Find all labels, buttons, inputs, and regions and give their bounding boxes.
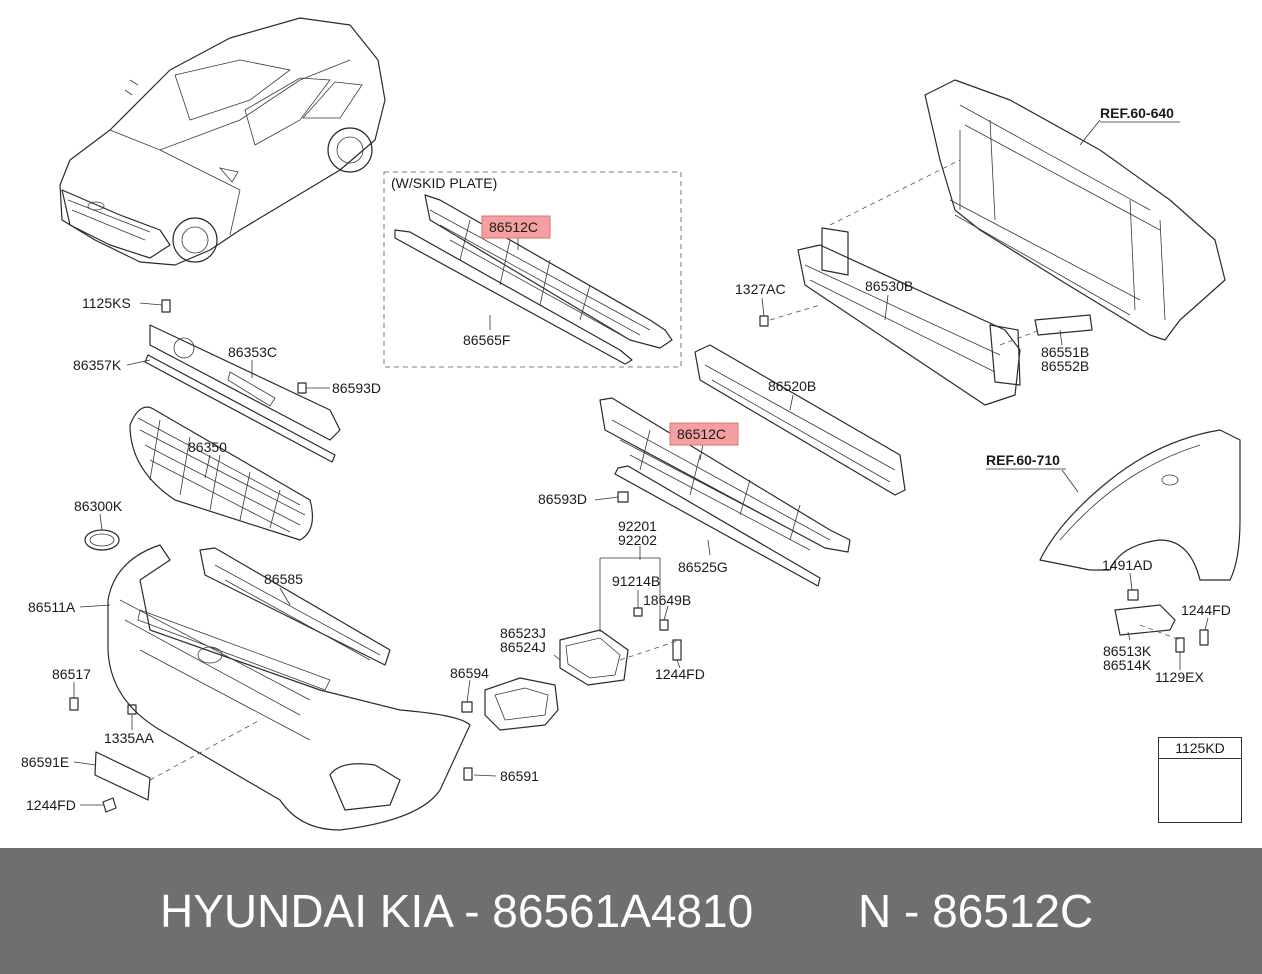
- part-label-86512C-upper: 86512C: [489, 219, 538, 235]
- part-label-1244FD: 1244FD: [26, 797, 76, 813]
- part-label-1244FD-center: 1244FD: [655, 666, 705, 682]
- bracket-86551B: [1034, 314, 1093, 336]
- dash-lines: [149, 159, 1181, 781]
- part-label-86552B: 86552B: [1041, 358, 1089, 374]
- part-label-86513K: 86513K: [1103, 643, 1152, 659]
- part-label-86520B: 86520B: [768, 378, 816, 394]
- skid-plate-box: [383, 171, 682, 368]
- energy-absorber-86520B: [694, 344, 906, 496]
- ref-60-640: REF.60-640: [1100, 105, 1174, 121]
- part-label-86593D-center: 86593D: [538, 491, 587, 507]
- highlight-86512C-lower: [669, 422, 739, 446]
- ref-60-710: REF.60-710: [986, 452, 1060, 468]
- part-label-86585: 86585: [264, 571, 303, 587]
- part-label-86593D: 86593D: [332, 380, 381, 396]
- part-label-86357K: 86357K: [73, 357, 122, 373]
- radiator-grille: [129, 406, 313, 541]
- skid-plate-caption: (W/SKID PLATE): [391, 175, 497, 191]
- parts-diagram: 1125KS 86357K 86353C 86593D 86350 86300K…: [21, 17, 1241, 831]
- license-bracket: [94, 751, 151, 801]
- front-fender: [1039, 429, 1241, 581]
- bracket-86513K: [1114, 604, 1176, 636]
- part-label-86525G: 86525G: [678, 559, 728, 575]
- front-bumper-cover: [107, 544, 471, 831]
- bumper-beam-86530B: [797, 227, 1021, 406]
- leader-lines: [73, 119, 1209, 806]
- part-label-1244FD-right: 1244FD: [1181, 602, 1231, 618]
- part-label-86517: 86517: [52, 666, 91, 682]
- inset-1125KD: 1125KD: [1158, 737, 1242, 823]
- part-label-86594: 86594: [450, 665, 489, 681]
- part-label-1129EX: 1129EX: [1155, 669, 1204, 685]
- fog-lamp-bracket: [559, 629, 629, 686]
- part-label-92202: 92202: [618, 532, 657, 548]
- part-label-86512C-lower: 86512C: [677, 426, 726, 442]
- upper-grille-cover: [149, 324, 341, 441]
- fasteners-center: [461, 315, 769, 781]
- part-label-86353C: 86353C: [228, 344, 277, 360]
- highlight-86512C-upper: [481, 215, 551, 239]
- grille-molding: [144, 354, 336, 463]
- part-label-86300K: 86300K: [74, 498, 123, 514]
- footer-banner: HYUNDAI KIA - 86561A4810 N - 86512C: [0, 848, 1262, 974]
- part-label-86350: 86350: [188, 439, 227, 455]
- inset-title: 1125KD: [1159, 738, 1241, 759]
- part-label-1491AD: 1491AD: [1102, 557, 1153, 573]
- part-label-91214B: 91214B: [612, 573, 660, 589]
- front-grille-lower: [599, 397, 851, 553]
- part-label-86514K: 86514K: [1103, 657, 1152, 673]
- lower-molding-86525G: [614, 465, 821, 587]
- part-label-1125KS: 1125KS: [82, 295, 131, 311]
- car-illustration: [59, 17, 386, 266]
- part-label-86591E: 86591E: [21, 754, 69, 770]
- part-label-86523J: 86523J: [500, 625, 546, 641]
- fog-lamp-cover: [484, 677, 559, 731]
- part-label-86524J: 86524J: [500, 639, 546, 655]
- kia-emblem: [84, 529, 120, 551]
- bumper-reinforcement-86585: [199, 547, 391, 666]
- part-label-1327AC: 1327AC: [735, 281, 786, 297]
- footer-brand-partnumber: HYUNDAI KIA - 86561A4810: [160, 885, 754, 937]
- fastener-icons-left: [69, 299, 307, 813]
- part-label-18649B: 18649B: [643, 592, 691, 608]
- part-label-86591: 86591: [500, 768, 539, 784]
- part-label-86565F: 86565F: [463, 332, 510, 348]
- part-label-1335AA: 1335AA: [104, 730, 154, 746]
- part-label-86530B: 86530B: [865, 278, 913, 294]
- part-label-86551B: 86551B: [1041, 344, 1089, 360]
- radiator-support-panel: [924, 79, 1226, 341]
- part-label-86511A: 86511A: [28, 599, 76, 615]
- footer-part-reference: N - 86512C: [858, 885, 1094, 937]
- part-label-92201: 92201: [618, 518, 657, 534]
